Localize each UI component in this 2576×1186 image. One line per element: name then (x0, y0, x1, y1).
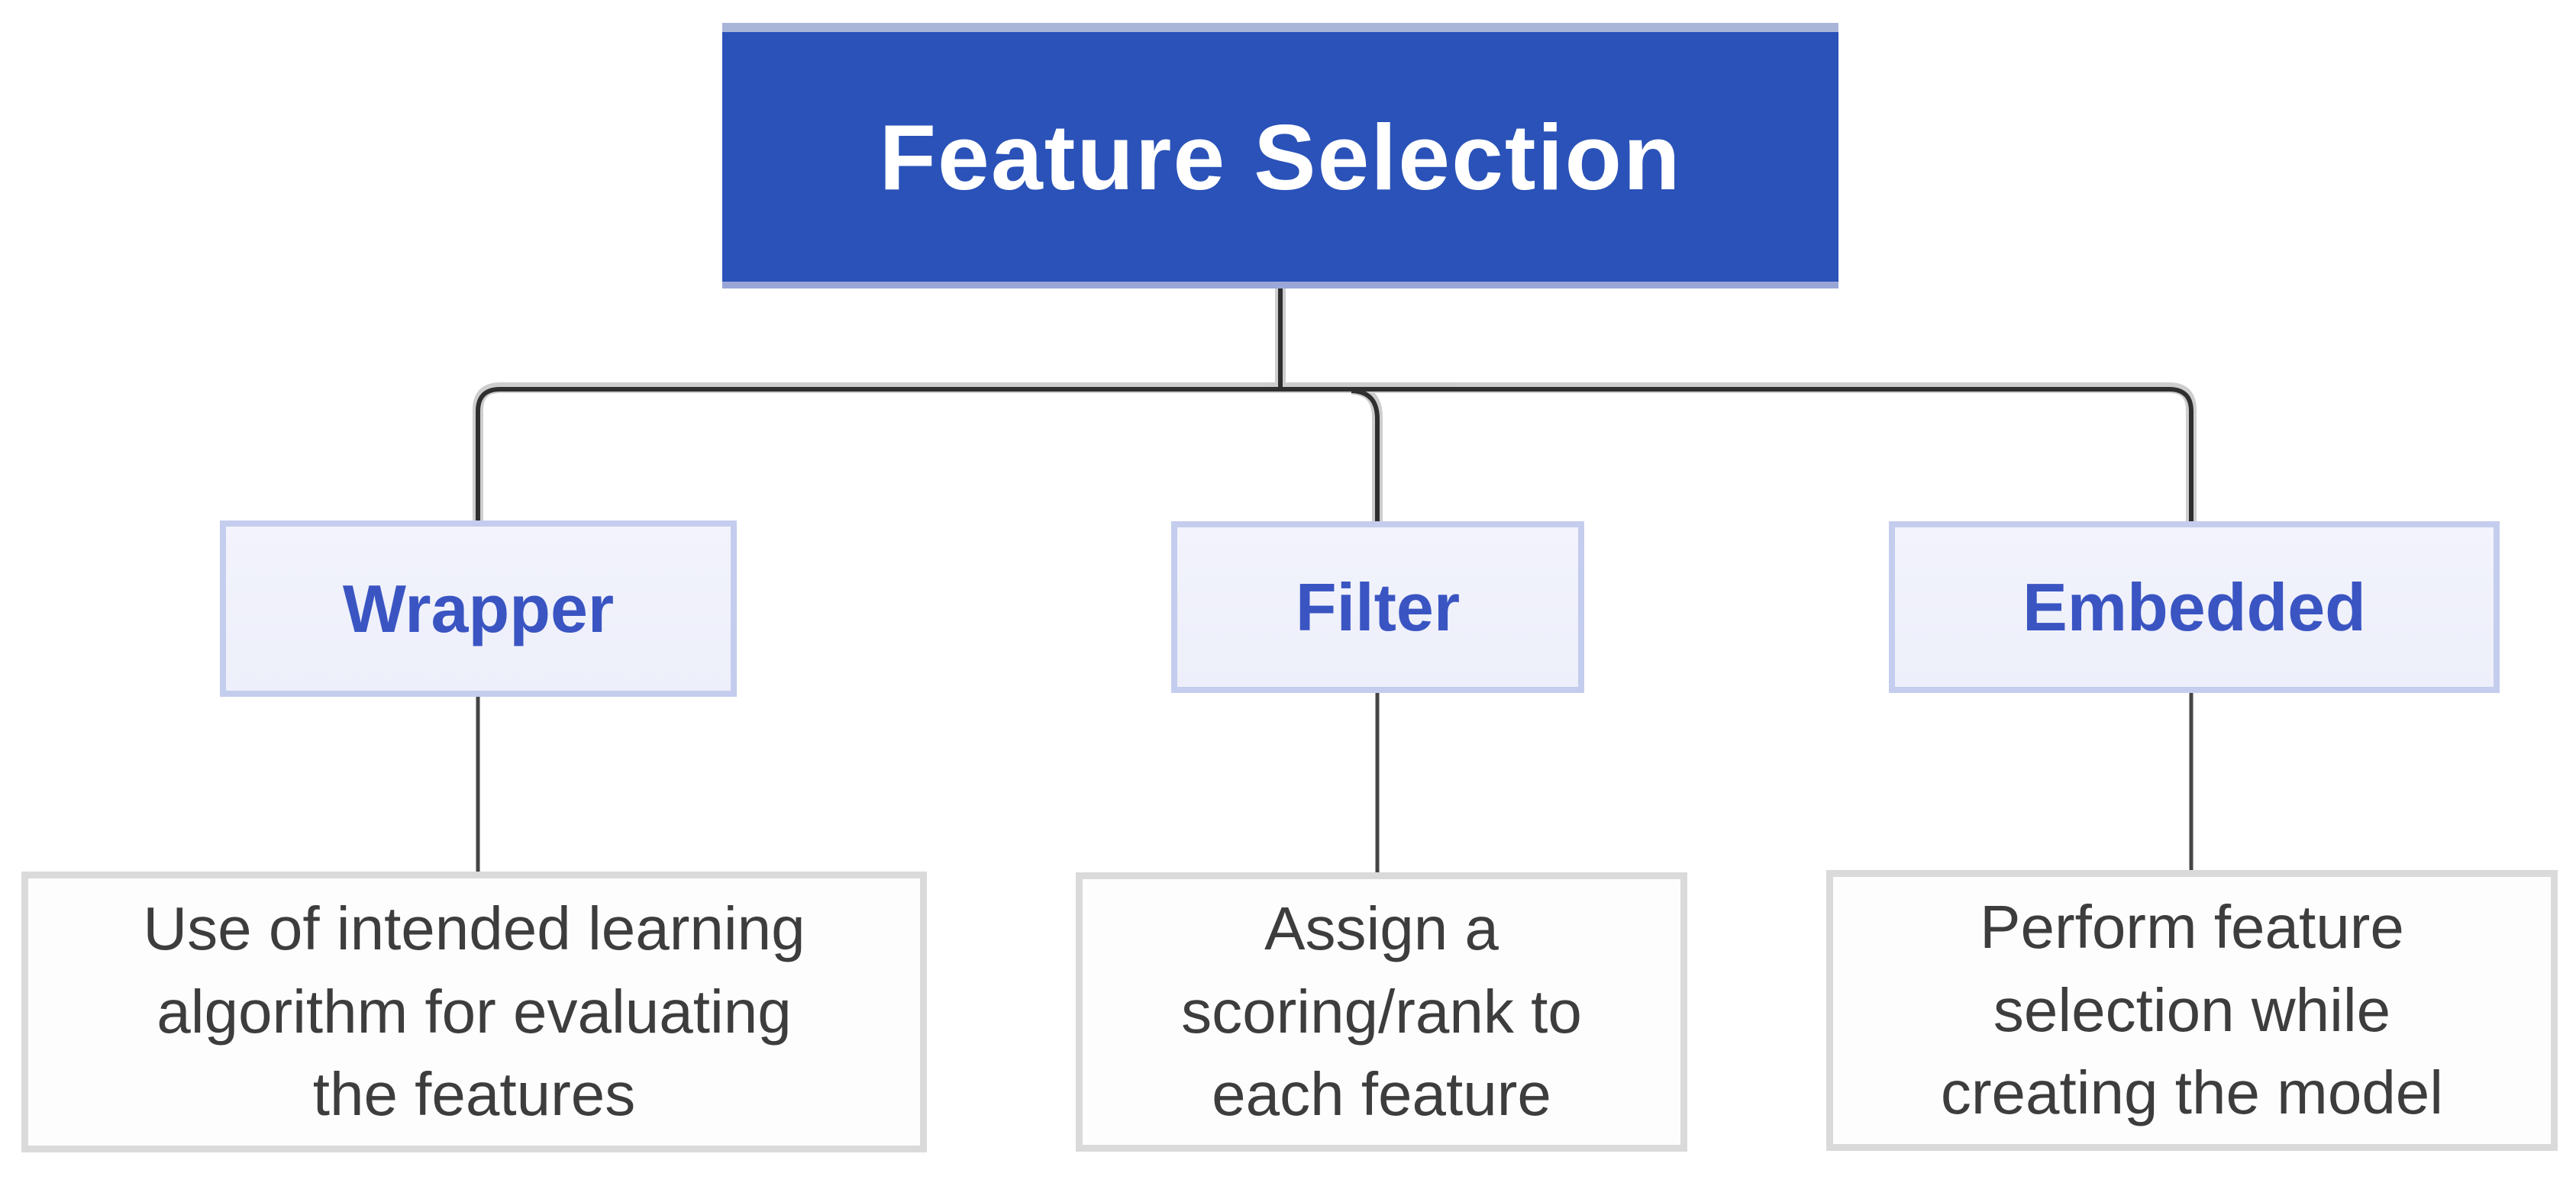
connector-branch-bar (476, 387, 2193, 523)
branch-node-wrapper-label: Wrapper (342, 570, 615, 646)
root-node-feature-selection: Feature Selection (722, 23, 1838, 288)
description-node-wrapper-text: Use of intended learning algorithm for e… (143, 894, 805, 1129)
branch-node-wrapper: Wrapper (220, 520, 737, 697)
description-node-filter: Assign a scoring/rank to each feature (1076, 872, 1687, 1152)
branch-node-embedded-label: Embedded (2022, 569, 2366, 645)
connector-filter-drop-halo (1351, 384, 1383, 521)
branch-node-filter: Filter (1171, 521, 1584, 693)
description-node-embedded-text: Perform feature selection while creating… (1940, 892, 2444, 1127)
description-node-embedded: Perform feature selection while creating… (1826, 870, 2558, 1151)
connector-halo (473, 287, 2197, 521)
connector-filter-drop (1351, 388, 1380, 523)
connector-branch-bar-halo (473, 382, 2197, 521)
connector-lines (476, 288, 2193, 523)
description-node-filter-text: Assign a scoring/rank to each feature (1181, 894, 1582, 1129)
branch-node-embedded: Embedded (1889, 521, 2500, 693)
root-node-label: Feature Selection (879, 105, 1682, 209)
description-node-wrapper: Use of intended learning algorithm for e… (21, 872, 927, 1152)
branch-node-filter-label: Filter (1295, 569, 1461, 645)
connector-stubs (476, 691, 2193, 874)
